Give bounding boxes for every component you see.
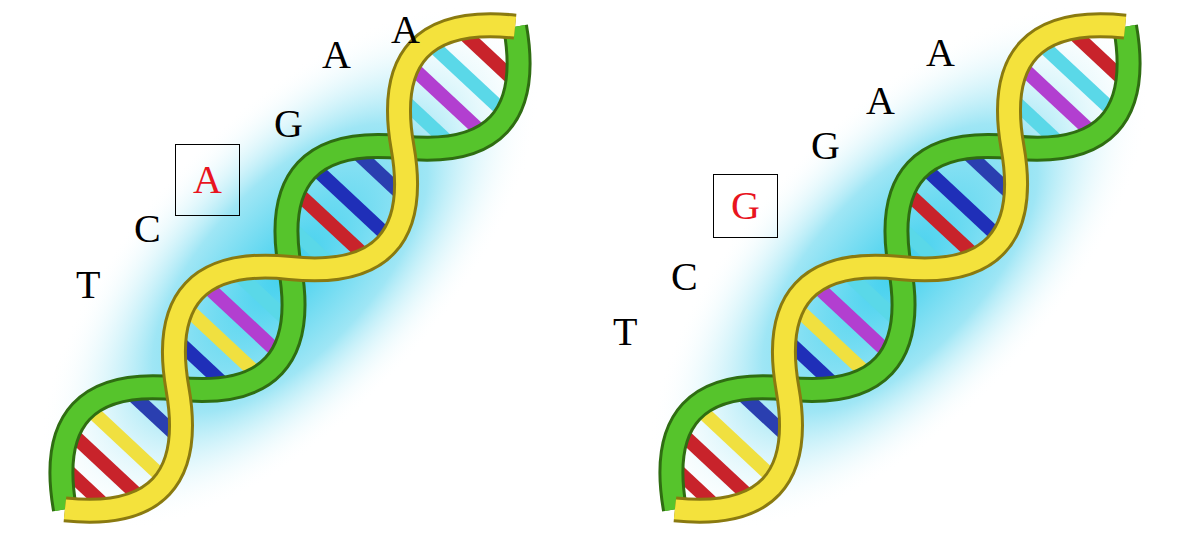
base-letter: T (76, 265, 100, 305)
base-letter: A (926, 33, 955, 73)
base-letter: A (391, 10, 420, 50)
base-letter: G (811, 126, 840, 166)
mutated-base: G (714, 186, 777, 226)
base-letter: G (274, 104, 303, 144)
mutated-base: A (176, 160, 239, 200)
base-letter: C (134, 209, 161, 249)
base-letter: C (671, 257, 698, 297)
highlight-box: G (713, 174, 778, 238)
base-letter: T (613, 312, 637, 352)
base-letter: A (322, 35, 351, 75)
base-letter: A (866, 81, 895, 121)
highlight-box: A (175, 144, 240, 216)
